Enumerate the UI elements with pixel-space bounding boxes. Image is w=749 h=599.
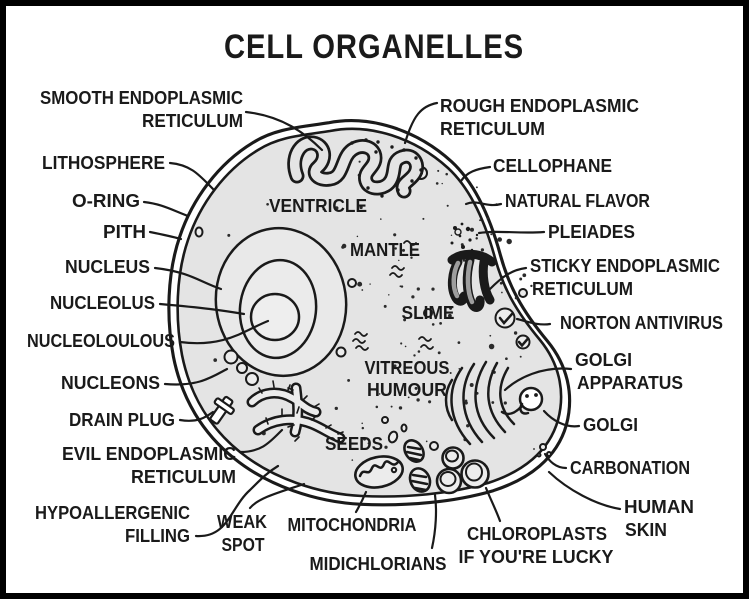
leader-midichlorians bbox=[430, 493, 438, 550]
nucleons-organelle bbox=[223, 349, 259, 386]
leader-human-skin bbox=[547, 470, 622, 511]
label-human-skin-line2: SKIN bbox=[625, 520, 667, 540]
label-human-skin-line1: HUMAN bbox=[624, 497, 694, 517]
label-weak-spot-line1: WEAK bbox=[217, 512, 267, 532]
golgi-creature bbox=[500, 386, 544, 416]
evil-er-organelle bbox=[246, 380, 346, 444]
leader-rough-er bbox=[403, 101, 439, 145]
label-mitochondria: MITOCHONDRIA bbox=[288, 515, 417, 535]
label-chloroplasts-line1: CHLOROPLASTS bbox=[467, 524, 607, 544]
drain-plug-organelle bbox=[209, 395, 235, 425]
leader-golgi-apparatus bbox=[503, 367, 573, 392]
antivirus-check-icon bbox=[517, 337, 530, 348]
leader-o-ring bbox=[142, 200, 190, 218]
label-natural-flavor: NATURAL FLAVOR bbox=[505, 191, 650, 211]
label-seeds: SEEDS bbox=[325, 434, 383, 454]
leader-sticky-er bbox=[488, 266, 528, 291]
label-vitreous-humour-line2: HUMOUR bbox=[367, 380, 447, 400]
label-weak-spot-line2: SPOT bbox=[222, 535, 265, 555]
leader-hypoallergenic-filling bbox=[194, 464, 280, 538]
leader-lithosphere bbox=[168, 161, 216, 192]
label-midichlorians: MIDICHLORIANS bbox=[310, 554, 447, 574]
leader-nucleus bbox=[153, 266, 223, 291]
label-ventricle: VENTRICLE bbox=[269, 196, 367, 216]
label-golgi: GOLGI bbox=[583, 415, 638, 435]
leader-nucleons bbox=[163, 367, 229, 386]
label-sticky-er-line2: RETICULUM bbox=[532, 279, 633, 299]
label-sticky-er-line1: STICKY ENDOPLASMIC bbox=[530, 256, 720, 276]
label-nucleus: NUCLEUS bbox=[65, 257, 150, 277]
golgi-eye-icon bbox=[525, 394, 529, 398]
label-vitreous-humour-line1: VITREOUS bbox=[365, 358, 450, 378]
mitochondria-organelle bbox=[354, 455, 404, 489]
label-golgi-apparatus-line1: GOLGI bbox=[575, 350, 632, 370]
golgi-apparatus-organelle bbox=[444, 360, 544, 446]
label-rough-er-line1: ROUGH ENDOPLASMIC bbox=[440, 96, 639, 116]
label-slime: SLIME bbox=[402, 303, 455, 323]
leader-weak-spot bbox=[248, 482, 306, 510]
leader-natural-flavor bbox=[464, 201, 503, 207]
leader-smooth-er bbox=[244, 110, 324, 152]
leader-pith bbox=[148, 230, 183, 241]
label-lithosphere: LITHOSPHERE bbox=[42, 153, 165, 173]
label-hypoallergenic-line1: HYPOALLERGENIC bbox=[35, 503, 190, 523]
label-nucleons: NUCLEONS bbox=[61, 373, 160, 393]
leader-evil-er bbox=[238, 428, 284, 454]
label-smooth-er-line2: RETICULUM bbox=[142, 111, 243, 131]
leader-drain-plug bbox=[178, 410, 215, 422]
label-cellophane: CELLOPHANE bbox=[493, 156, 612, 176]
leader-carbonation bbox=[543, 452, 568, 470]
leader-nucleoloulous bbox=[178, 319, 270, 345]
cytoplasm-squiggles bbox=[352, 240, 434, 351]
nucleoloulous-ring bbox=[249, 292, 301, 342]
label-o-ring: O-RING bbox=[72, 191, 140, 211]
label-evil-er-line2: RETICULUM bbox=[131, 467, 236, 487]
leader-norton-antivirus bbox=[515, 317, 552, 326]
label-chloroplasts-line2: IF YOU'RE LUCKY bbox=[459, 547, 614, 567]
pleiades-organelle bbox=[450, 222, 479, 252]
label-mantle: MANTLE bbox=[350, 240, 420, 260]
carbonation-organelle bbox=[533, 443, 552, 458]
label-golgi-apparatus-line2: APPARATUS bbox=[577, 373, 683, 393]
leader-cellophane bbox=[459, 165, 492, 183]
label-pith: PITH bbox=[103, 222, 146, 242]
label-hypoallergenic-line2: FILLING bbox=[125, 526, 190, 546]
label-nucleolus: NUCLEOLUS bbox=[50, 293, 155, 313]
ribosome-dots bbox=[350, 138, 423, 198]
leader-lines bbox=[142, 101, 622, 550]
chloroplasts-organelle bbox=[435, 446, 490, 495]
label-drain-plug: DRAIN PLUG bbox=[69, 410, 175, 430]
leader-golgi bbox=[542, 409, 581, 428]
label-rough-er-line2: RETICULUM bbox=[440, 119, 545, 139]
nucleus-organelle bbox=[214, 226, 348, 378]
sticky-er-organelle bbox=[447, 249, 497, 312]
midichlorians-organelle bbox=[403, 439, 432, 493]
label-evil-er-line1: EVIL ENDOPLASMIC bbox=[62, 444, 236, 464]
golgi-eye-icon bbox=[534, 393, 538, 397]
page-title: CELL ORGANELLES bbox=[224, 28, 524, 66]
label-norton-antivirus: NORTON ANTIVIRUS bbox=[560, 313, 723, 333]
labels: SMOOTH ENDOPLASMIC RETICULUM LITHOSPHERE… bbox=[27, 88, 723, 574]
antivirus-check-icon bbox=[498, 312, 514, 325]
leader-pleiades bbox=[477, 230, 546, 235]
label-carbonation: CARBONATION bbox=[570, 458, 690, 478]
leader-mitochondria bbox=[354, 490, 368, 514]
leader-nucleolus bbox=[158, 302, 246, 316]
leader-chloroplasts bbox=[484, 486, 502, 523]
norton-antivirus-organelle bbox=[494, 307, 531, 350]
label-smooth-er-line1: SMOOTH ENDOPLASMIC bbox=[40, 88, 243, 108]
seeds-organelle bbox=[387, 423, 439, 451]
label-pleiades: PLEIADES bbox=[548, 222, 635, 242]
label-nucleoloulous: NUCLEOLOULOUS bbox=[27, 331, 175, 351]
endoplasmic-reticulum-organelle bbox=[287, 135, 424, 199]
